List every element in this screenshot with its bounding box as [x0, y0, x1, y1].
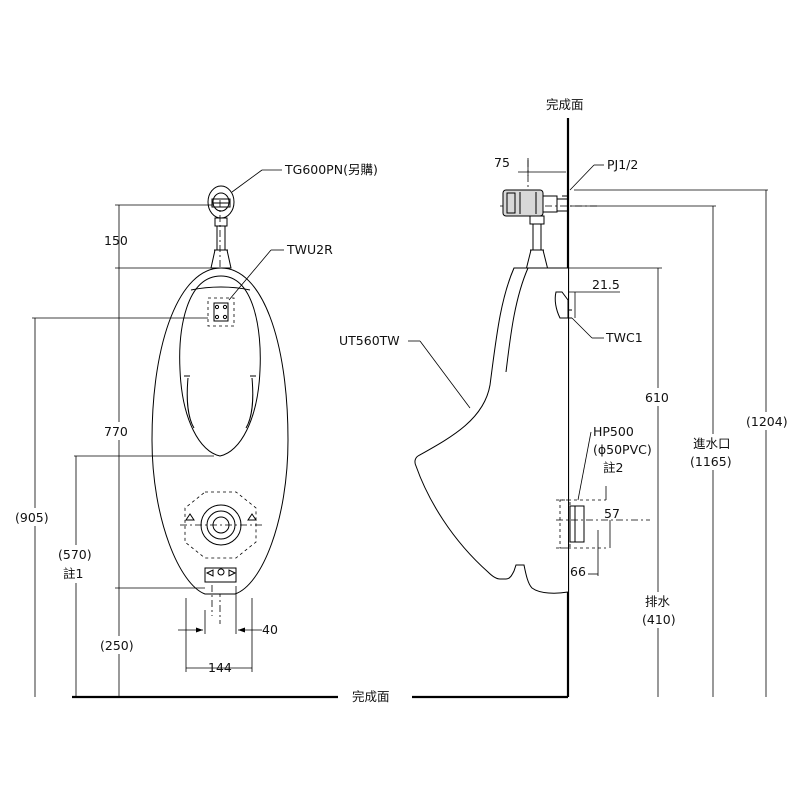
urinal-body-front [151, 267, 289, 595]
label-spreader: TWU2R [286, 242, 333, 257]
bottom-fixing-front [204, 567, 237, 616]
dim-1165: (1165) [690, 454, 732, 469]
dim-410: (410) [642, 612, 676, 627]
hanger-side [554, 291, 572, 319]
front-view [151, 185, 289, 624]
drain-label: 排水 [645, 594, 671, 609]
dim-570: (570) [58, 547, 92, 562]
dim-770: 770 [104, 424, 128, 439]
label-drain-note: 註2 [603, 460, 623, 475]
label-urinal: UT560TW [339, 333, 400, 348]
dim-21-5: 21.5 [592, 277, 620, 292]
side-leaders: PJ1/2 TWC1 UT560TW HP500 (ϕ50PVC) 註2 [339, 157, 652, 501]
front-leaders: TG600PN(另購) TWU2R [228, 162, 378, 301]
label-hanger: TWC1 [605, 330, 643, 345]
dim-75: 75 [494, 155, 510, 170]
drain-outlet-front [180, 491, 262, 559]
inlet-label: 進水口 [693, 436, 731, 451]
dim-250: (250) [100, 638, 134, 653]
label-flush-valve: TG600PN(另購) [284, 162, 378, 177]
label-valve-pipe: PJ1/2 [607, 157, 638, 172]
label-drain-spec: (ϕ50PVC) [593, 442, 652, 457]
dim-610: 610 [645, 390, 669, 405]
urinal-body-side [414, 267, 569, 594]
side-dimensions: 75 21.5 610 排水 (410) 進水口 (1165) (1204) 5… [494, 155, 792, 697]
flush-valve-front [207, 185, 235, 269]
floor-label: 完成面 [352, 689, 390, 704]
spreader-front [207, 297, 235, 327]
note-1: 註1 [63, 566, 83, 581]
wall-label: 完成面 [546, 97, 584, 112]
dim-905: (905) [15, 510, 49, 525]
drain-side [556, 499, 650, 549]
dim-144: 144 [208, 660, 232, 675]
dim-66: 66 [570, 564, 586, 579]
front-dimensions: 150 770 (250) (905) (570) 註1 40 144 [12, 204, 278, 697]
dim-1204: (1204) [746, 414, 788, 429]
dim-150: 150 [104, 233, 128, 248]
dim-57: 57 [604, 506, 620, 521]
side-view [414, 160, 650, 594]
flush-valve-side [502, 189, 569, 271]
label-drain-model: HP500 [593, 424, 634, 439]
dim-40: 40 [262, 622, 278, 637]
